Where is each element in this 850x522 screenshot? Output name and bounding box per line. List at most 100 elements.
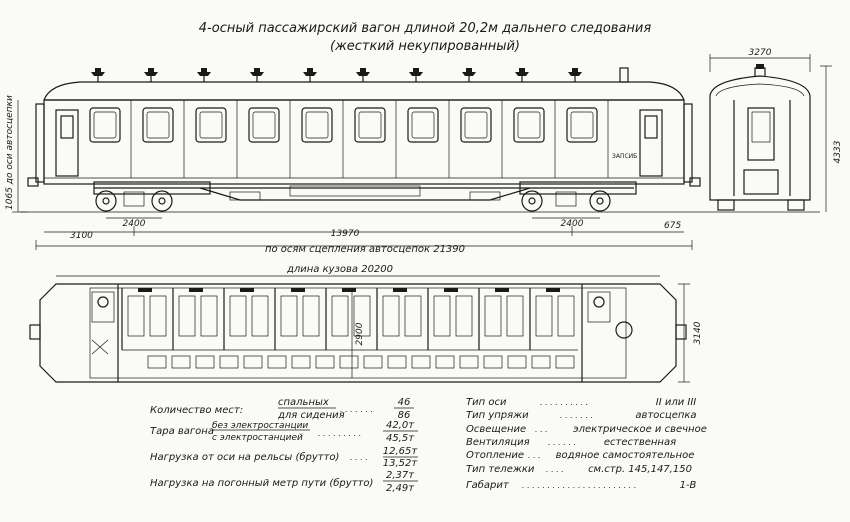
spec-heating: водяное самостоятельное — [556, 450, 695, 461]
corridor-seat — [315, 355, 335, 369]
end-view: 3270 4333 — [705, 48, 843, 213]
svg-text:12,65т: 12,65т — [383, 446, 419, 457]
bogie-left — [93, 181, 211, 212]
roof-ventilator — [515, 68, 529, 82]
roof-ventilator — [250, 68, 264, 82]
roof-ventilator — [356, 68, 370, 82]
side-window — [301, 100, 344, 178]
svg-text:. . . . . . . . . . . . . . .: . . . . . . . . . . . . . . . . . . . . … — [522, 481, 636, 490]
title-line2: (жесткий некупированный) — [330, 39, 520, 54]
svg-text:Тип тележки: Тип тележки — [466, 464, 535, 475]
side-window — [142, 100, 185, 178]
svg-text:Тип упряжи: Тип упряжи — [466, 410, 529, 421]
compartment — [121, 288, 167, 350]
svg-text:. . . .: . . . . — [350, 453, 368, 462]
svg-text:Вентиляция: Вентиляция — [466, 437, 530, 448]
corridor-seat — [531, 355, 551, 369]
compartment — [172, 288, 218, 350]
side-window — [354, 100, 397, 178]
svg-text:13970: 13970 — [331, 229, 360, 239]
spec-tare-without: 42,0т — [386, 420, 415, 431]
side-window — [513, 100, 556, 178]
svg-text:2900: 2900 — [355, 322, 365, 345]
svg-text:Освещение: Освещение — [466, 424, 526, 435]
spec-label-tare: Тара вагона — [150, 426, 214, 437]
side-window — [407, 100, 450, 178]
svg-text:1065 до оси автосцепки: 1065 до оси автосцепки — [5, 95, 15, 210]
svg-text:. . .: . . . — [528, 451, 541, 460]
svg-text:4333: 4333 — [833, 140, 843, 163]
side-window — [195, 100, 238, 178]
spec-coupling: автосцепка — [635, 410, 696, 421]
svg-text:2,49т: 2,49т — [386, 483, 415, 494]
corridor-seat — [195, 355, 215, 369]
svg-text:3270: 3270 — [749, 48, 772, 58]
svg-text:. . . . . . . . .: . . . . . . . . . — [318, 429, 361, 438]
side-window — [89, 100, 132, 178]
side-window — [460, 100, 503, 178]
spec-ventilation: естественная — [604, 437, 676, 448]
body-length-label: длина кузова 20200 — [286, 264, 393, 275]
side-label: ЗАПСИБ — [612, 153, 637, 160]
svg-text:Отопление: Отопление — [466, 450, 524, 461]
compartment — [376, 288, 422, 350]
side-dimensions: 2400 2400 3100 13970 675 по осям сцеплен… — [35, 217, 693, 255]
roof-ventilator — [462, 68, 476, 82]
svg-text:спальных: спальных — [278, 397, 329, 408]
spec-clearance: 1-В — [680, 480, 697, 491]
corridor-seat — [507, 355, 527, 369]
svg-text:13,52т: 13,52т — [383, 458, 419, 469]
bogie-right — [519, 181, 637, 212]
svg-text:. . . . . . .: . . . . . . . — [560, 411, 593, 420]
svg-text:Габарит: Габарит — [466, 479, 510, 491]
svg-text:2,37т: 2,37т — [386, 470, 415, 481]
svg-text:. . . . . .: . . . . . . — [548, 438, 576, 447]
compartment — [325, 288, 371, 350]
svg-text:3140: 3140 — [693, 321, 703, 344]
svg-text:без электростанции: без электростанции — [212, 421, 308, 431]
spec-seats-sitting: 86 — [398, 410, 411, 421]
roof-ventilator — [409, 68, 423, 82]
corridor-seat — [339, 355, 359, 369]
compartment — [274, 288, 320, 350]
spec-label-meter-load: Нагрузка на погонный метр пути (брутто) — [150, 477, 373, 489]
corridor-seat — [459, 355, 479, 369]
compartment — [478, 288, 524, 350]
roof-ventilator — [144, 68, 158, 82]
roof-ventilator — [197, 68, 211, 82]
svg-text:для сидения: для сидения — [277, 410, 345, 421]
svg-text:. . . . . . . . . .: . . . . . . . . . . — [540, 398, 588, 407]
side-window — [566, 100, 609, 178]
side-elevation: ЗАПСИБ — [20, 67, 705, 213]
corridor-seat — [435, 355, 455, 369]
compartment — [223, 288, 269, 350]
corridor-seat — [267, 355, 287, 369]
spec-label-seats: Количество мест: — [150, 405, 243, 416]
spec-lighting: электрическое и свечное — [573, 424, 707, 435]
spec-label-axle-load: Нагрузка от оси на рельсы (брутто) — [150, 451, 339, 463]
roof-ventilator — [568, 68, 582, 82]
corridor-seat — [171, 355, 191, 369]
svg-text:. . .: . . . — [535, 425, 548, 434]
specs-right: Тип оси . . . . . . . . . . II или III Т… — [466, 397, 707, 491]
title-line1: 4-осный пассажирский вагон длиной 20,2м … — [199, 21, 652, 36]
svg-text:. . . .: . . . . — [546, 465, 564, 474]
corridor-seat — [555, 355, 575, 369]
dim-coupler-height: 1065 до оси автосцепки — [5, 95, 28, 213]
corridor-seat — [243, 355, 263, 369]
spec-seats-sleeping: 46 — [398, 397, 411, 408]
corridor-seat — [411, 355, 431, 369]
svg-text:с электростанцией: с электростанцией — [212, 433, 303, 443]
svg-text:. . . . . . .: . . . . . . . — [340, 405, 373, 414]
corridor-seat — [147, 355, 167, 369]
spec-bogie-type: см.стр. 145,147,150 — [588, 464, 692, 475]
svg-text:2400: 2400 — [123, 219, 146, 229]
roof-ventilator — [303, 68, 317, 82]
specs-left: Количество мест: спальных для сидения . … — [150, 397, 418, 494]
compartment — [529, 288, 575, 350]
svg-text:3100: 3100 — [70, 231, 93, 241]
roof-ventilator — [91, 68, 105, 82]
corridor-seat — [387, 355, 407, 369]
corridor-seat — [363, 355, 383, 369]
